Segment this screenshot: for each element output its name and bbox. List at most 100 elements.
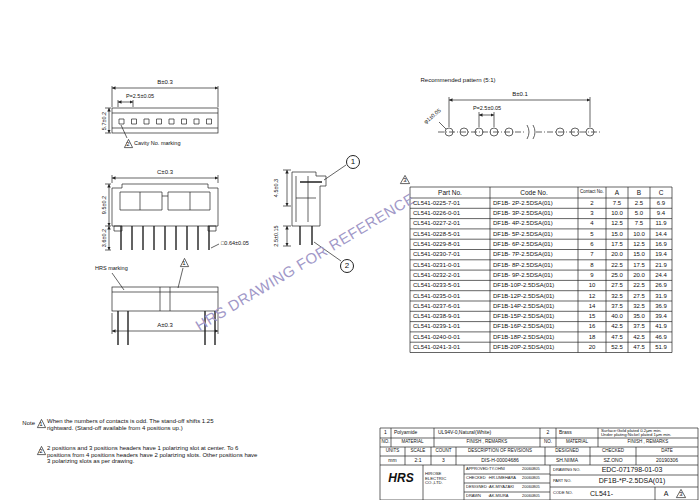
title-block-text: mm [388, 458, 396, 464]
table-cell: DF1B-14P-2.5DSA(01) [493, 303, 554, 310]
table-cell: 2.5 [635, 200, 643, 207]
dimension-label: B±0.3 [157, 79, 173, 86]
company-logo: HRS [388, 472, 413, 485]
table-cell: 39.4 [655, 313, 667, 320]
dimension-line [479, 115, 494, 116]
title-block-text: NO. [544, 440, 552, 445]
table-cell: 26.9 [655, 282, 667, 289]
title-block-text: Brass [559, 430, 572, 436]
title-block-text: DATE [661, 449, 673, 454]
table-cell: DF1B- 5P-2.5DSA(01) [493, 231, 553, 238]
dimension-line [112, 88, 218, 89]
housing-front-view [112, 184, 218, 226]
leader-line [324, 165, 346, 180]
title-block-text: APPROVED [466, 467, 488, 471]
leader-line [439, 122, 446, 129]
contact-pins [300, 182, 322, 245]
table-cell: 15 [589, 313, 596, 320]
leader-line [112, 273, 124, 290]
table-cell: CL541-0235-0-01 [413, 293, 460, 300]
table-header: Contact No. [580, 190, 604, 195]
table-cell: DF1B-16P-2.5DSA(01) [493, 323, 554, 330]
table-cell: 25.0 [611, 272, 623, 279]
extension-line [105, 86, 218, 133]
table-cell: 15.0 [611, 231, 623, 238]
title-block-text: NO. [381, 440, 389, 445]
table-cell: 7.5 [635, 220, 643, 227]
dimension-label: A±0.3 [157, 322, 173, 329]
table-header: A [615, 189, 619, 196]
table-cell: 24.4 [655, 272, 667, 279]
title-block-text: DESIGNED [555, 449, 579, 454]
table-cell: CL541-0225-7-01 [413, 200, 460, 207]
callout-triangle: 3 [400, 175, 410, 184]
title-block-text: UL94V-0,Natural(White) [438, 430, 491, 436]
triangle-outline [37, 446, 45, 454]
table-cell: 37.5 [611, 303, 623, 310]
table-cell: 32.5 [611, 293, 623, 300]
title-block-text: A [664, 490, 669, 498]
title-block-text: DRAWING NO. [553, 468, 580, 472]
title-block-text: FINISH , REMARKS [467, 440, 508, 445]
table-cell: 35.0 [633, 313, 645, 320]
table-cell: 51.9 [655, 344, 667, 351]
table-cell: 20 [589, 344, 596, 351]
callout-number: 2 [341, 262, 353, 270]
table-cell: 37.5 [633, 323, 645, 330]
dimension-line [118, 102, 133, 103]
table-cell: DF1B-12P-2.5DSA(01) [493, 293, 554, 300]
table-cell: 12.5 [611, 220, 623, 227]
title-block-text: SZ.ONO [603, 458, 622, 464]
table-cell: 42.5 [633, 334, 645, 341]
table-cell: DF1B- 8P-2.5DSA(01) [493, 262, 553, 269]
table-cell: 8 [590, 262, 593, 269]
table-cell: DF1B- 6P-2.5DSA(01) [493, 241, 553, 248]
table-cell: 46.9 [655, 334, 667, 341]
table-cell: 16.9 [655, 241, 667, 248]
callout-circle: 1 [346, 155, 360, 169]
title-block-text: MATERIAL [566, 440, 588, 445]
table-cell: 17.5 [611, 241, 623, 248]
leader-line [121, 125, 127, 138]
housing-side-view [292, 172, 326, 226]
table-cell: 14 [589, 303, 596, 310]
title-block-text: 20060805 [522, 494, 540, 498]
table-cell: 10.0 [611, 210, 623, 217]
note-text: Note [22, 420, 35, 427]
title-block-text: DESCRIPTION OF REVISIONS [468, 449, 532, 454]
table-cell: 5 [590, 231, 593, 238]
table-cell: DF1B- 4P-2.5DSA(01) [493, 220, 553, 227]
table-cell: CL541-0241-3-01 [413, 344, 460, 351]
title-block-text: 1 [384, 430, 387, 436]
marking-label: HRS marking [95, 265, 128, 271]
callout-circle: 2 [340, 259, 354, 273]
leader-line [178, 268, 183, 288]
dimension-label: 9.5±0.2 [101, 196, 107, 214]
title-block-text: DF1B-*P-2.5DSA(01) [599, 477, 666, 485]
table-cell: 22.5 [611, 262, 623, 269]
dimension-label: P=2.5±0.05 [126, 93, 154, 99]
dimension-label: 5.7±0.2 [101, 112, 107, 130]
table-cell: 7 [590, 251, 593, 258]
contact-pins [121, 226, 209, 250]
callout-triangle: 1 [180, 258, 189, 267]
dimension-line [449, 100, 590, 101]
table-cell: 20.0 [633, 272, 645, 279]
table-cell: 19.4 [655, 251, 667, 258]
dimension-line [287, 170, 288, 206]
title-block-text: :AK.MIYAZAKI [488, 485, 514, 489]
table-header: Part No. [438, 189, 462, 196]
table-cell: 9.4 [657, 210, 665, 217]
callout-number: 2 [124, 141, 133, 147]
title-block-text: SCALE [411, 449, 426, 454]
marking-label: Cavity No. marking [134, 140, 180, 146]
title-block-text: 20060805 [522, 476, 540, 480]
table-cell: 4 [590, 220, 593, 227]
table-cell: CL541-0233-5-01 [413, 282, 460, 289]
dimension-line [287, 226, 288, 246]
callout-number: 2 [37, 448, 46, 454]
table-cell: 47.5 [633, 344, 645, 351]
note-text: 2 positions and 3 positions headers have… [47, 445, 262, 465]
view-title: Recommended pattern (5:1) [420, 77, 495, 84]
